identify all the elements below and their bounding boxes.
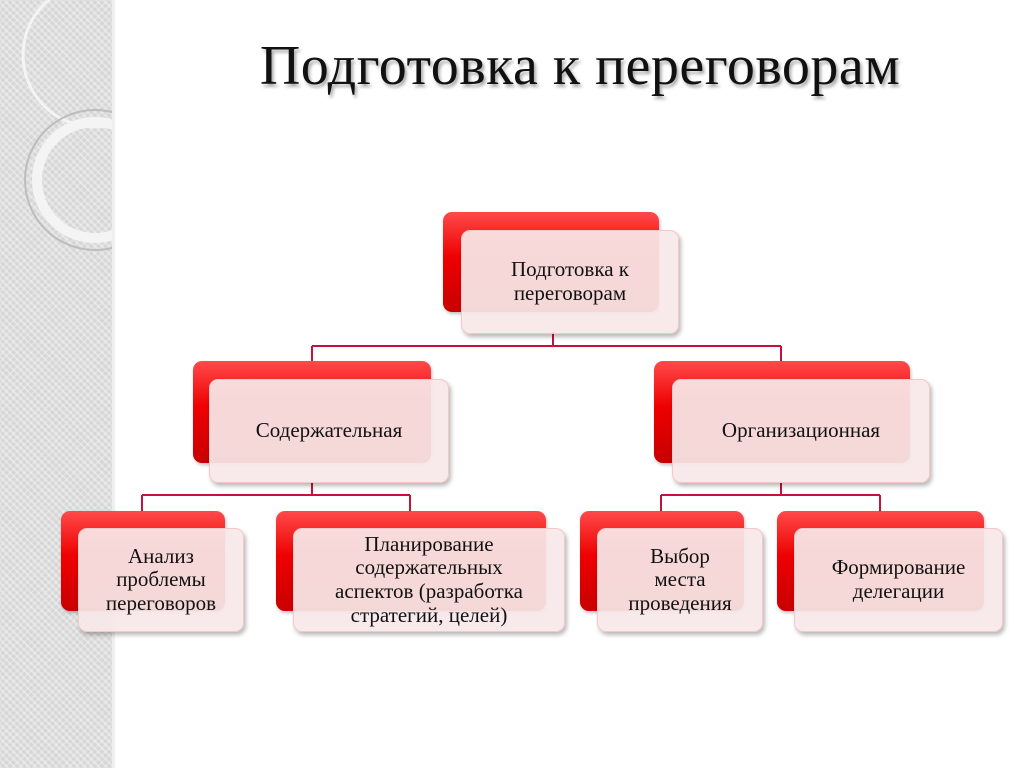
slide-title: Подготовка к переговорам [259, 35, 901, 97]
connector-root [311, 332, 782, 362]
node-problem-analysis-label: Анализ проблемы переговоров [105, 543, 217, 615]
node-organizational-branch-label: Организационная [721, 418, 881, 443]
node-content-branch: Содержательная [193, 361, 449, 483]
decorative-circles [21, 0, 112, 251]
node-content-planning-label: Планирование содержательных аспектов (ра… [335, 531, 523, 627]
node-venue-selection: Выбор места проведения [580, 511, 763, 632]
decorative-side-panel [0, 0, 112, 768]
node-delegation-forming: Формирование делегации [777, 511, 1003, 632]
connector-left-branch [141, 482, 411, 512]
panel-divider [112, 0, 115, 768]
node-root: Подготовка к переговорам [443, 212, 679, 334]
node-content-planning: Планирование содержательных аспектов (ра… [276, 511, 565, 632]
node-delegation-forming-label: Формирование делегации [831, 555, 966, 603]
node-root-label: Подготовка к переговорам [510, 257, 630, 305]
connector-right-branch [660, 482, 881, 512]
node-organizational-branch: Организационная [654, 361, 930, 483]
node-venue-selection-label: Выбор места проведения [628, 543, 732, 615]
node-content-branch-label: Содержательная [255, 418, 403, 443]
node-problem-analysis: Анализ проблемы переговоров [61, 511, 244, 632]
